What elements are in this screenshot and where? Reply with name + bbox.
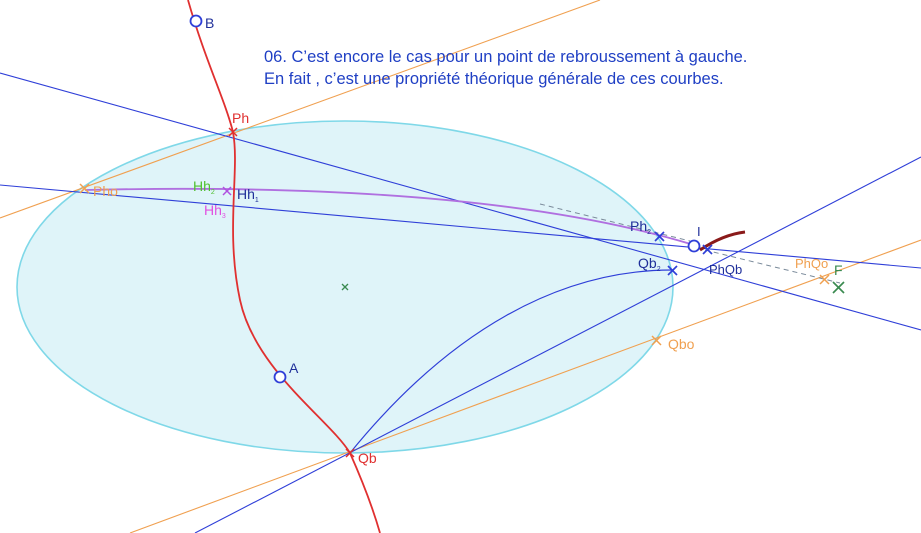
label-hh1: Hh1: [237, 186, 259, 204]
point-a[interactable]: [273, 370, 287, 384]
label-hh1-text: Hh: [237, 186, 255, 202]
ellipse-center-point[interactable]: [341, 283, 349, 291]
label-a: A: [289, 360, 299, 376]
label-hh3-sub: 3: [222, 213, 226, 220]
label-qbo: Qbo: [668, 336, 695, 352]
blue-line-horizontal[interactable]: [0, 184, 921, 269]
label-ph2-sub: 2: [647, 229, 651, 236]
label-hh3: Hh3: [204, 202, 226, 220]
blue-curve-qb[interactable]: [349, 269, 673, 454]
point-hh[interactable]: [222, 186, 232, 196]
label-hh2: Hh2: [193, 178, 215, 196]
label-ph: Ph: [232, 110, 249, 126]
purple-curve[interactable]: [84, 187, 695, 246]
point-b[interactable]: [189, 14, 203, 28]
label-ph2-text: Ph: [630, 218, 647, 234]
label-qb2-text: Qb: [638, 255, 657, 271]
label-b: B: [205, 15, 214, 31]
label-qb2-sub: 2: [657, 266, 661, 273]
point-pho[interactable]: [79, 183, 90, 194]
orange-line-upper[interactable]: [0, 0, 601, 219]
label-hh2-text: Hh: [193, 178, 211, 194]
label-hh1-sub: 1: [255, 197, 259, 204]
label-hh3-text: Hh: [204, 202, 222, 218]
point-qb[interactable]: [345, 448, 355, 458]
point-i[interactable]: [687, 239, 701, 253]
point-ph2[interactable]: [654, 231, 665, 242]
label-qb: Qb: [358, 450, 377, 466]
point-ph[interactable]: [228, 127, 238, 137]
red-curve[interactable]: [187, 0, 381, 533]
point-phqo[interactable]: [819, 274, 830, 285]
label-i: I: [697, 224, 701, 239]
label-hh2-sub: 2: [211, 189, 215, 196]
point-phqb[interactable]: [702, 244, 713, 255]
label-phqo: PhQo: [795, 256, 828, 271]
blue-line-qb-diagonal[interactable]: [194, 156, 921, 533]
orange-line-lower[interactable]: [129, 239, 921, 533]
dashed-line-upper: [539, 203, 691, 242]
label-ph2: Ph2: [630, 218, 651, 236]
point-qb2[interactable]: [667, 265, 678, 276]
label-f: F: [834, 262, 843, 278]
label-phqb: PhQb: [709, 262, 742, 277]
label-pho: Pho: [93, 183, 118, 199]
label-qb2: Qb2: [638, 255, 661, 273]
caption-line-1: 06. C’est encore le cas pour un point de…: [264, 48, 748, 66]
cusp-curve[interactable]: [699, 230, 746, 252]
point-f[interactable]: [832, 281, 845, 294]
caption-line-2: En fait , c’est une propriété théorique …: [264, 70, 724, 88]
point-qbo[interactable]: [651, 335, 662, 346]
